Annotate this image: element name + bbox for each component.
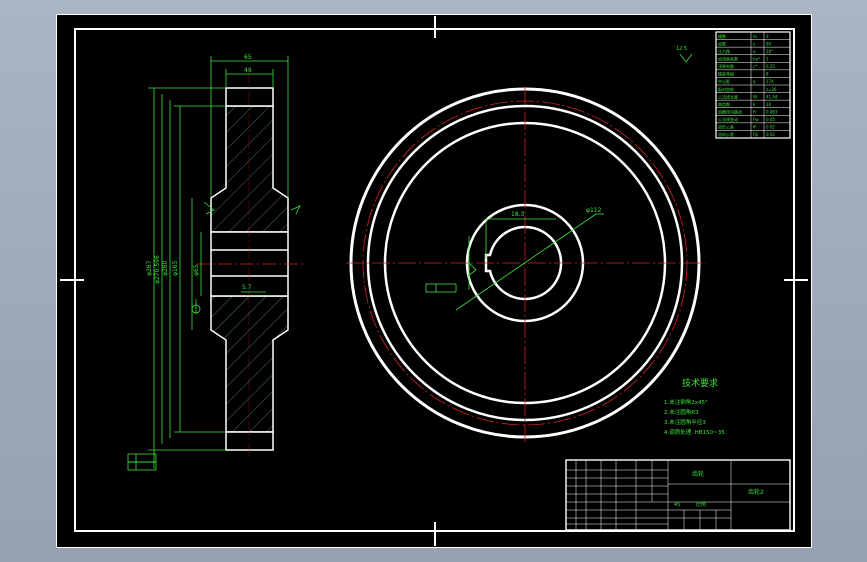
param-cell: 齿向公差 — [718, 131, 734, 137]
dim-dia-hub: φ165 — [172, 260, 179, 276]
dim-width-top: 65 — [244, 54, 252, 61]
param-table: 模数 m 3 齿数 z 90 压力角 α 20° 齿顶高系数 ha* 1 顶隙系数 c* 0.25 精度等级 8… — [715, 31, 791, 139]
param-cell: k — [753, 102, 756, 107]
drawing-number: 齿轮2 — [748, 488, 764, 496]
tech-item-1: 1.未注倒角2x45° — [664, 398, 708, 406]
param-cell: 压力角 — [718, 48, 730, 54]
dim-keyway: 18.3 — [511, 211, 525, 218]
tech-title: 技术要求 — [682, 377, 718, 389]
svg-text:12.5: 12.5 — [676, 46, 687, 52]
param-cell: c* — [753, 64, 757, 69]
roughness-symbol: 12.5 — [676, 46, 693, 63]
gear-front-view — [346, 86, 706, 442]
cad-viewport[interactable]: 65 49 φ287 φ270.596 φ280 φ165 φ65 5.7 18… — [56, 14, 812, 548]
param-cell: 0.05 — [766, 117, 775, 122]
param-cell: 41.84 — [766, 94, 778, 99]
scale-label: 比例 — [696, 501, 706, 508]
param-cell: Fr — [753, 109, 757, 114]
param-cell: 顶隙系数 — [718, 63, 734, 69]
param-cell: 模数 — [718, 33, 726, 39]
section-upper — [210, 105, 289, 233]
param-cell: 90 — [766, 41, 772, 46]
param-cell: 精度等级 — [718, 71, 734, 77]
param-cell: 跨齿数 — [718, 101, 730, 107]
sheet-border-outer — [56, 14, 812, 548]
param-cell: W — [753, 94, 757, 99]
param-cell: Fβ — [753, 132, 758, 137]
param-cell: 20° — [766, 49, 773, 54]
gear-section-view — [196, 69, 304, 459]
param-cell: 0.063 — [766, 109, 778, 114]
dim-small-text: 5.7 — [242, 284, 252, 291]
param-cell: 0.02 — [766, 132, 775, 137]
param-cell: ha* — [753, 56, 760, 61]
front-dimensions — [425, 213, 604, 311]
dim-dia-outer: φ287 — [146, 260, 153, 276]
param-cell: 8 — [766, 72, 769, 77]
param-cell: 齿圈径向跳动 — [718, 108, 742, 114]
centering-marks — [60, 16, 808, 546]
material: 45 — [674, 502, 680, 508]
param-cell: 齿形公差 — [718, 124, 734, 130]
param-cell: 0.02 — [766, 125, 775, 130]
section-lower — [210, 295, 289, 433]
param-cell: m — [753, 34, 757, 39]
title-block: 齿轮 齿轮2 45 比例 — [565, 459, 791, 531]
param-cell: 3 — [766, 34, 769, 39]
param-cell: 配对齿轮 — [718, 86, 734, 92]
param-cell: 1 — [766, 56, 769, 61]
param-cell: z=26 — [766, 87, 777, 92]
bore-with-keyway — [484, 225, 563, 301]
tech-item-2: 2.未注圆角R3 — [664, 408, 699, 416]
param-cell: 0.25 — [766, 64, 775, 69]
dim-dia-tip: φ270.596 — [154, 255, 161, 284]
param-cell: z — [753, 41, 755, 46]
dim-dia-root: φ280 — [162, 260, 169, 276]
param-cell: 公法线长度 — [718, 93, 738, 99]
param-cell: ff — [753, 125, 756, 130]
param-cell: 中心距 — [718, 78, 730, 84]
param-cell: 174 — [766, 79, 774, 84]
param-cell: 10 — [766, 102, 772, 107]
dim-dia-bore: φ65 — [193, 264, 200, 276]
param-cell: a — [753, 79, 756, 84]
dim-hub: φ112 — [586, 207, 602, 214]
param-cell: Fw — [753, 117, 759, 122]
section-dim-text: 65 49 φ287 φ270.596 φ280 φ165 φ65 5.7 — [146, 54, 252, 291]
param-cell: α — [753, 49, 756, 54]
front-dim-text: 18.3 φ112 — [511, 207, 602, 218]
section-dimensions — [127, 56, 301, 471]
param-cell: 齿顶高系数 — [718, 55, 738, 61]
tech-requirements: 技术要求 1.未注倒角2x45° 2.未注圆角R3 3.未注圆角半径3 4.调质… — [664, 377, 727, 436]
param-cell: 齿数 — [718, 40, 726, 46]
param-cell: 公法线变动 — [718, 116, 738, 122]
tech-item-4: 4.调质处理, HB150~35. — [664, 428, 727, 436]
dim-width-inner: 49 — [244, 67, 252, 74]
cad-drawing: 65 49 φ287 φ270.596 φ280 φ165 φ65 5.7 18… — [56, 14, 812, 548]
part-name: 齿轮 — [692, 470, 704, 478]
tech-item-3: 3.未注圆角半径3 — [664, 418, 706, 426]
